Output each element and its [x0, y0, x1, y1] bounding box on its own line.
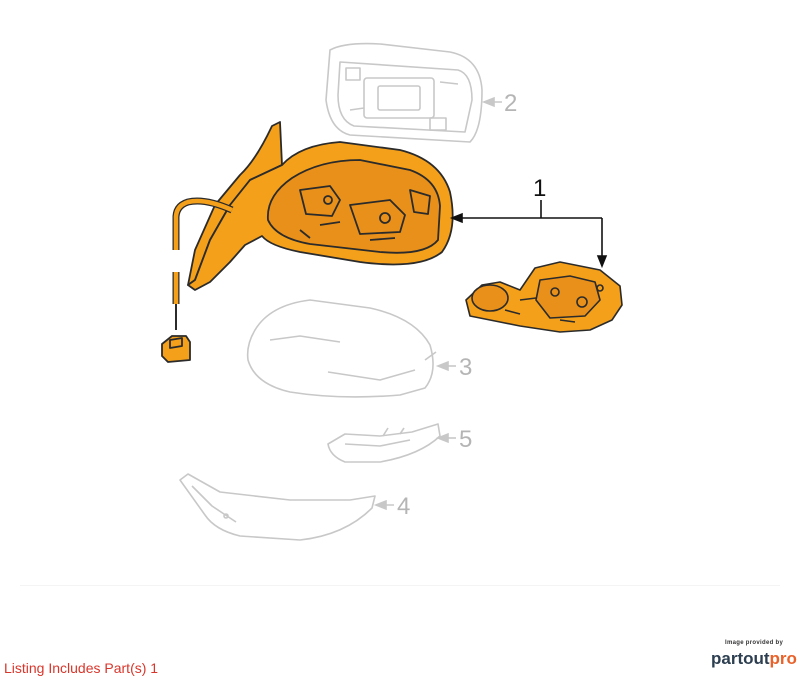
listing-includes-text: Listing Includes Part(s) 1: [4, 660, 159, 676]
leader-1-arrow-down: [596, 255, 608, 269]
part-1-mirror-assembly: [161, 121, 454, 363]
part-2-mirror-glass: [325, 42, 483, 143]
callout-1: 1: [533, 175, 546, 202]
leader-5-arrow: [435, 432, 449, 444]
leader-3-arrow: [435, 360, 449, 372]
leader-lines: [373, 96, 608, 511]
callout-3: 3: [459, 354, 472, 381]
brand-name-part2: pro: [769, 649, 797, 668]
footer-divider: [20, 585, 780, 586]
brand-logo: Image provided by partoutpro: [711, 640, 797, 669]
leader-4-arrow: [373, 499, 387, 511]
part-4-lower-trim: [179, 473, 376, 541]
part-5-signal-lamp: [327, 423, 441, 463]
callout-5: 5: [459, 426, 472, 453]
leader-2-arrow: [481, 96, 495, 108]
callout-4: 4: [397, 493, 410, 520]
brand-caption: Image provided by: [725, 640, 784, 646]
parts-diagram: 1 2 3 5 4: [161, 42, 623, 541]
leader-1-arrow-left: [449, 212, 463, 224]
part-1-actuator-motor: [465, 261, 623, 333]
brand-name: partoutpro: [711, 649, 797, 669]
brand-name-part1: partout: [711, 649, 770, 668]
callout-2: 2: [504, 90, 517, 117]
part-3-mirror-cover: [246, 299, 437, 398]
